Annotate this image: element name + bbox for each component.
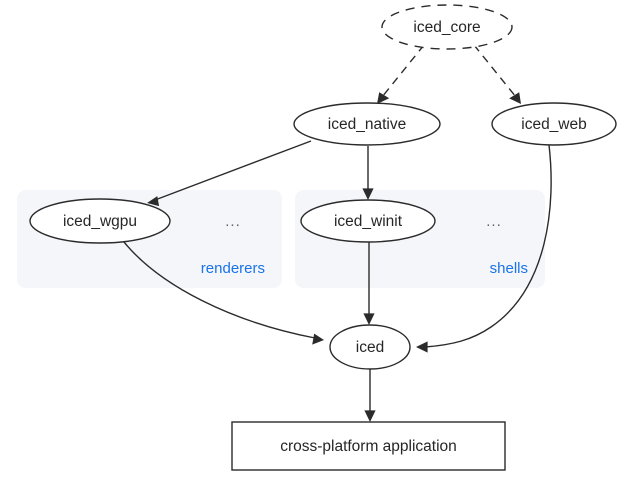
edge-path [123,241,316,339]
node-iced-wgpu-label: iced_wgpu [63,213,137,230]
node-iced[interactable]: iced [329,324,411,370]
edge-path [381,44,425,98]
node-iced-winit-shape[interactable] [300,199,436,243]
node-iced-web[interactable]: iced_web [491,102,617,146]
edge-path [154,140,312,201]
arrow-head [147,196,160,207]
node-iced-native[interactable]: iced_native [293,102,441,146]
edge-iced-winit-to-iced [363,242,375,325]
node-iced-native-label: iced_native [328,116,406,133]
node-iced-shape[interactable] [329,324,411,370]
node-iced-core[interactable]: iced_core [381,4,513,50]
edge-path [424,144,552,348]
arrow-head [509,92,521,104]
node-cross-platform-application[interactable]: cross-platform application [231,421,506,471]
node-iced-core-shape[interactable] [381,4,513,50]
node-iced-label: iced [356,339,384,356]
arrow-head [416,341,428,353]
edge-iced-native-to-iced-winit [362,146,374,200]
arrow-head [364,410,376,422]
node-iced-winit-label: iced_winit [334,213,403,230]
node-application-shape[interactable] [231,421,506,471]
edge-iced-core-to-iced-web [473,44,521,104]
cluster-renderers-label: renderers [201,260,265,277]
cluster-shells-label: shells [490,260,528,277]
node-iced-core-label: iced_core [413,19,480,36]
edge-iced-native-to-iced-wgpu [147,140,312,207]
node-application-label: cross-platform application [280,438,457,455]
edge-iced-wgpu-to-iced [123,241,324,345]
node-iced-web-shape[interactable] [491,102,617,146]
arrow-head [312,333,324,345]
node-iced-wgpu-shape[interactable] [29,198,171,244]
edge-iced-core-to-iced-native [377,44,425,104]
arrow-head [362,188,374,200]
edge-iced-web-to-iced [416,144,552,353]
arrow-head [377,92,390,104]
arrow-head [363,313,375,325]
node-iced-native-shape[interactable] [293,102,441,146]
node-iced-web-label: iced_web [521,116,587,133]
edge-path [473,44,517,98]
cluster-renderers-ellipsis: ... [225,213,241,230]
cluster-shells-ellipsis: ... [486,213,502,230]
node-iced-winit[interactable]: iced_winit [300,199,436,243]
node-iced-wgpu[interactable]: iced_wgpu [29,198,171,244]
edge-iced-to-application [364,369,376,422]
